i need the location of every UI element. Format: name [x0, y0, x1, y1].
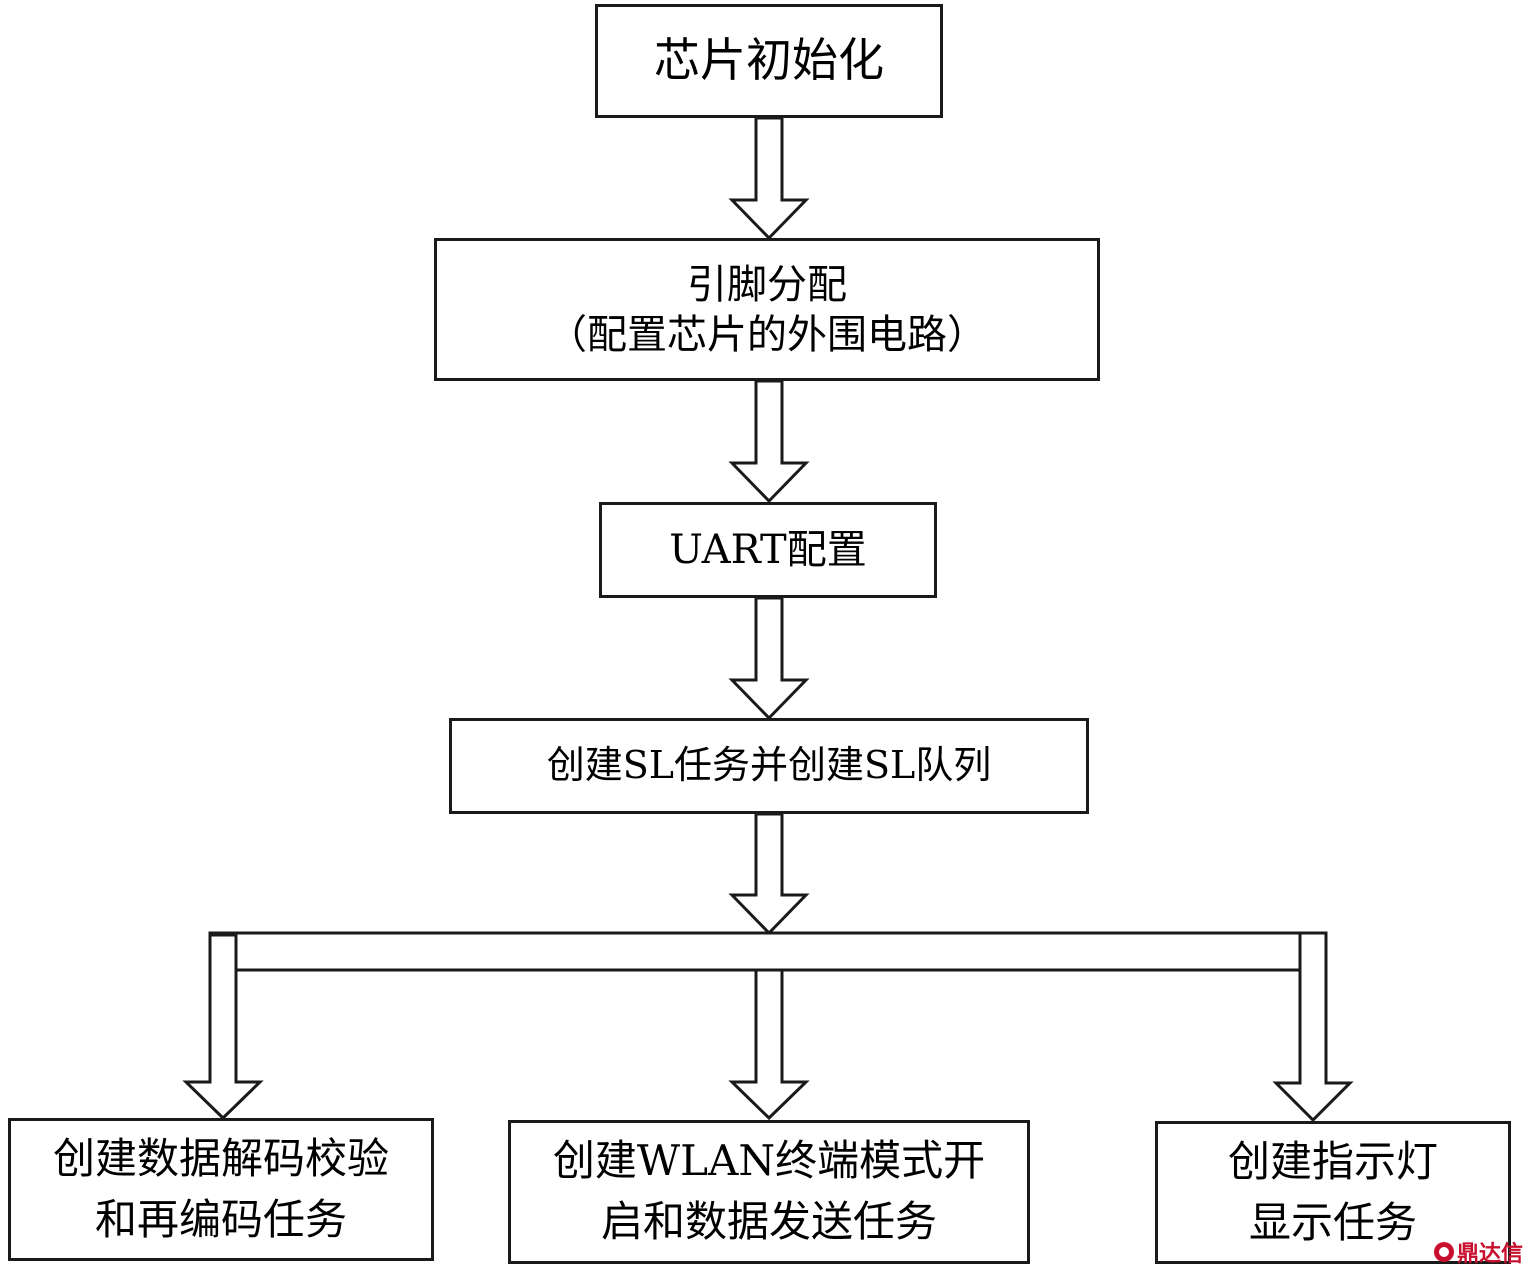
node-uart-line-1: UART配置 [669, 527, 867, 573]
node-decode-task-line-1: 创建数据解码校验 [52, 1133, 389, 1183]
node-led-task-line-1: 创建指示灯 [1227, 1136, 1438, 1186]
node-led-task: 创建指示灯 显示任务 [1155, 1121, 1511, 1264]
arrow-pin-to-uart [728, 379, 810, 504]
watermark-logo: 鼎达信 [1434, 1236, 1523, 1268]
node-led-task-line-2: 显示任务 [1248, 1197, 1417, 1247]
node-wlan-task: 创建WLAN终端模式开 启和数据发送任务 [508, 1120, 1030, 1264]
node-sl-task: 创建SL任务并创建SL队列 [449, 718, 1089, 814]
arrow-sl-to-branch [728, 812, 810, 936]
node-uart: UART配置 [599, 502, 937, 598]
node-decode-task-line-2: 和再编码任务 [94, 1194, 347, 1244]
watermark-text: 鼎达信 [1457, 1242, 1524, 1267]
node-pin-assign-line-1: 引脚分配 [687, 261, 847, 308]
node-chip-init: 芯片初始化 [595, 4, 943, 118]
node-chip-init-line-1: 芯片初始化 [654, 33, 884, 88]
branch-bar [208, 931, 1328, 972]
arrow-uart-to-sl [728, 596, 810, 721]
node-sl-task-line-1: 创建SL任务并创建SL队列 [546, 743, 992, 788]
node-wlan-task-line-2: 启和数据发送任务 [600, 1197, 937, 1246]
node-decode-task: 创建数据解码校验 和再编码任务 [8, 1118, 434, 1261]
watermark-logo-icon [1434, 1242, 1454, 1262]
node-pin-assign-line-2: （配置芯片的外围电路） [547, 311, 987, 358]
node-pin-assign: 引脚分配 （配置芯片的外围电路） [434, 238, 1100, 381]
arrow-branch-to-decode [182, 933, 264, 1121]
node-wlan-task-line-1: 创建WLAN终端模式开 [552, 1136, 986, 1186]
arrow-branch-to-led [1272, 931, 1354, 1123]
arrow-chip-to-pin [728, 116, 810, 241]
arrow-branch-to-wlan [728, 968, 810, 1121]
